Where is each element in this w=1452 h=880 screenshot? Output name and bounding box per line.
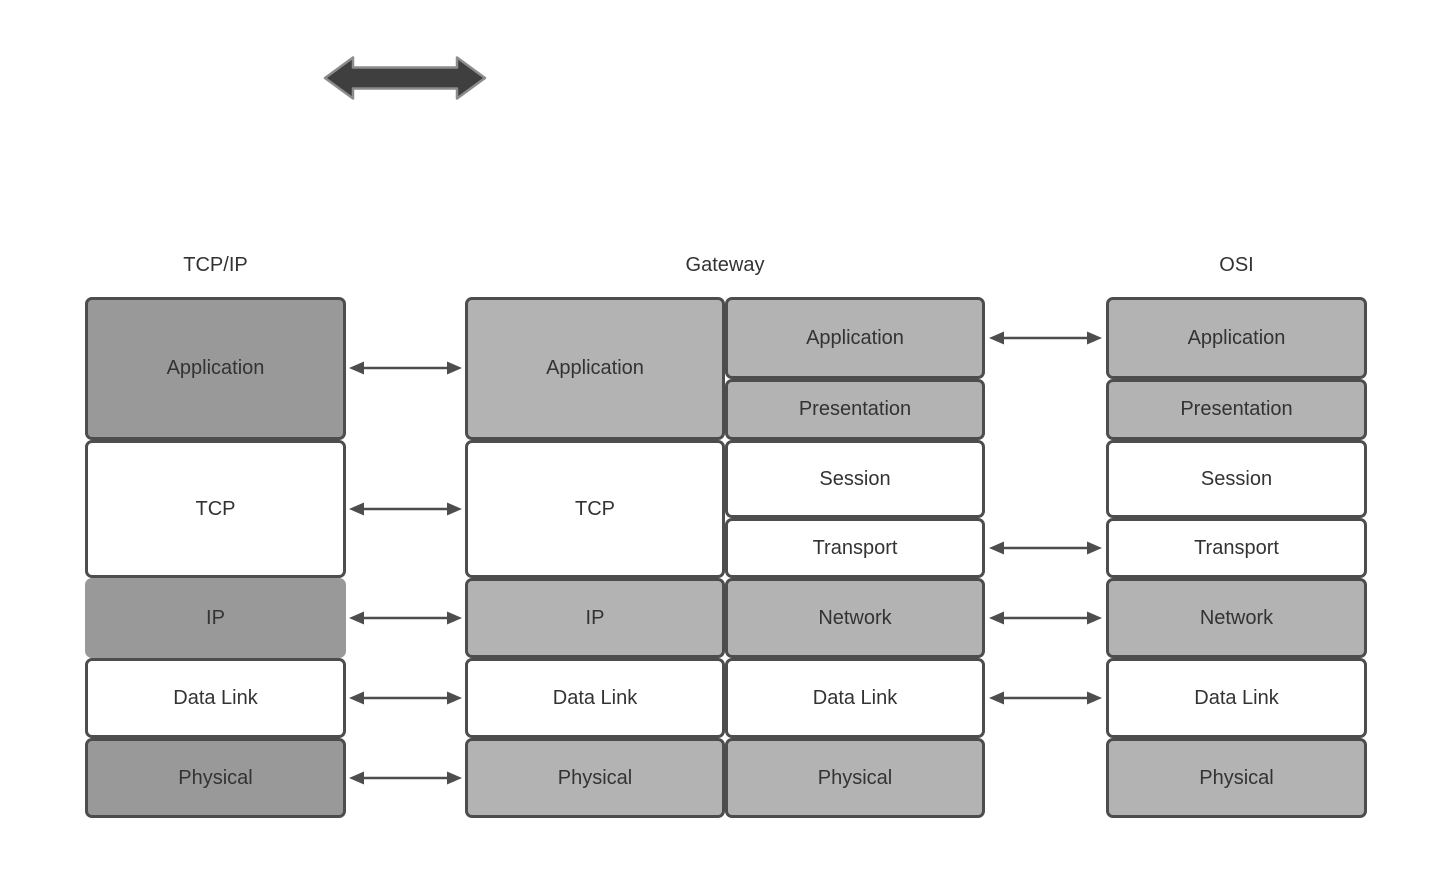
layer-box-tcpip-data-link: Data Link (85, 658, 346, 738)
arrow-tcpip-gateway-tcp (349, 502, 462, 516)
layer-box-osi-transport: Transport (1106, 518, 1367, 578)
arrow-gateway-osi-network (989, 611, 1102, 625)
layer-box-tcpip-application: Application (85, 297, 346, 440)
layer-box-osi-physical: Physical (1106, 738, 1367, 818)
layer-box-gateway-right-presentation: Presentation (725, 379, 985, 440)
layer-box-osi-data-link: Data Link (1106, 658, 1367, 738)
layer-box-osi-session: Session (1106, 440, 1367, 518)
layer-box-gateway-left-ip: IP (465, 578, 725, 658)
column-header-gateway: Gateway (685, 254, 765, 276)
layer-box-tcpip-physical: Physical (85, 738, 346, 818)
layer-box-gateway-right-network: Network (725, 578, 985, 658)
layer-box-gateway-left-physical: Physical (465, 738, 725, 818)
column-header-osi: OSI (1219, 254, 1254, 276)
arrow-tcpip-gateway-physical (349, 771, 462, 785)
layer-box-gateway-right-physical: Physical (725, 738, 985, 818)
layer-box-gateway-right-transport: Transport (725, 518, 985, 578)
layer-box-tcpip-ip: IP (85, 578, 346, 658)
arrow-tcpip-gateway-ip (349, 611, 462, 625)
arrow-gateway-osi-data-link (989, 691, 1102, 705)
arrow-tcpip-gateway-data-link (349, 691, 462, 705)
layer-box-gateway-right-application: Application (725, 297, 985, 379)
layer-box-gateway-left-data-link: Data Link (465, 658, 725, 738)
column-header-tcpip: TCP/IP (183, 254, 248, 276)
layer-box-gateway-left-application: Application (465, 297, 725, 440)
arrow-gateway-osi-application (989, 331, 1102, 345)
double-arrow-icon (323, 56, 487, 100)
layer-box-gateway-right-session: Session (725, 440, 985, 518)
layer-box-tcpip-tcp: TCP (85, 440, 346, 578)
arrow-tcpip-gateway-application (349, 361, 462, 375)
layer-box-gateway-left-tcp: TCP (465, 440, 725, 578)
layer-box-osi-presentation: Presentation (1106, 379, 1367, 440)
layer-box-gateway-right-data-link: Data Link (725, 658, 985, 738)
arrow-gateway-osi-transport (989, 541, 1102, 555)
layer-box-osi-application: Application (1106, 297, 1367, 379)
layer-box-osi-network: Network (1106, 578, 1367, 658)
